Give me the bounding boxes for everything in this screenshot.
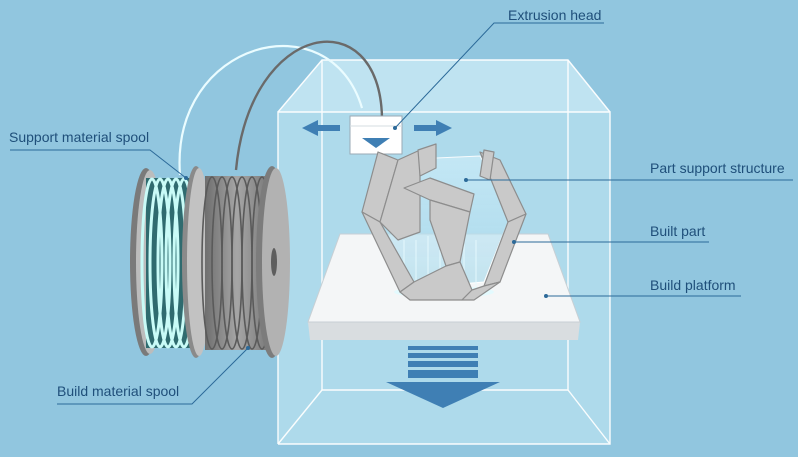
- label-part-support-structure: Part support structure: [650, 160, 785, 176]
- label-extrusion-head: Extrusion head: [508, 7, 602, 23]
- leader-support-spool: [10, 149, 187, 179]
- built-part: [361, 143, 527, 301]
- label-build-platform: Build platform: [650, 277, 736, 293]
- build-filament-tube: [234, 40, 384, 171]
- label-build-material-spool: Build material spool: [57, 383, 180, 399]
- extrusion-head: [349, 115, 403, 155]
- spool-assembly: [130, 166, 290, 358]
- leader-lines: [10, 22, 793, 405]
- label-support-material-spool: Support material spool: [9, 129, 150, 145]
- leader-extrusion-head: [394, 22, 604, 129]
- label-built-part: Built part: [650, 223, 706, 239]
- platform-down-arrow: [386, 346, 500, 408]
- head-direction-arrows: [302, 120, 452, 136]
- leader-build-spool: [57, 347, 249, 405]
- support-filament-tube: [178, 44, 364, 176]
- leader-dots: [184, 126, 548, 350]
